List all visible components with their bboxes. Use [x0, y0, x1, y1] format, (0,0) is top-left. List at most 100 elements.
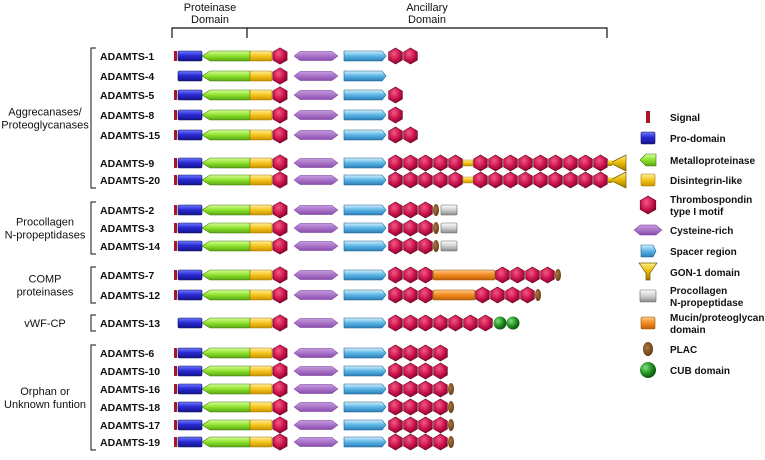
disintegrin-domain: [249, 174, 273, 186]
spacer-region: [343, 347, 387, 359]
thrombospondin-motif: [388, 106, 403, 124]
legend-item-metallo: Metalloproteinase: [639, 153, 755, 167]
spacer-region: [343, 365, 387, 377]
metalloproteinase-domain: [201, 289, 251, 301]
pro-domain: [177, 365, 203, 377]
plac-domain: [448, 436, 454, 448]
legend-label: Spacer region: [670, 247, 737, 258]
metalloproteinase-domain: [201, 436, 251, 448]
spacer-region: [343, 157, 387, 169]
thrombospondin-motif: [433, 380, 448, 398]
thrombospondin-motif: [388, 433, 403, 451]
procollagen-n-propeptidase-domain: [440, 204, 458, 216]
protein-label: ADAMTS-20: [100, 175, 160, 187]
thrombospondin-motif: [272, 266, 288, 284]
protein-rows: ADAMTS-1ADAMTS-4ADAMTS-5ADAMTS-8ADAMTS-1…: [100, 47, 627, 451]
disintegrin-domain: [249, 419, 273, 431]
legend-label: Cysteine-rich: [670, 226, 733, 237]
linker-segment: [462, 176, 474, 184]
signal-peptide: [174, 241, 177, 251]
spacer-region: [343, 269, 387, 281]
legend-swatch-cub: [640, 362, 656, 378]
protein-label: ADAMTS-5: [100, 90, 154, 102]
thrombospondin-motif: [495, 266, 510, 284]
thrombospondin-motif: [473, 171, 488, 189]
group-label: COMP: [29, 274, 62, 286]
group-label: proteinases: [17, 287, 74, 299]
pro-domain: [177, 129, 203, 141]
legend-item-signal: Signal: [646, 111, 700, 124]
spacer-region: [343, 419, 387, 431]
thrombospondin-motif: [388, 362, 403, 380]
pro-domain: [177, 70, 203, 82]
protein-label: ADAMTS-12: [100, 290, 160, 302]
spacer-region: [343, 89, 387, 101]
spacer-region: [343, 109, 387, 121]
signal-peptide: [174, 366, 177, 376]
thrombospondin-motif: [533, 154, 548, 172]
legend-label: CUB domain: [670, 366, 730, 377]
protein-row-adamts-19: ADAMTS-19: [100, 433, 454, 451]
group-vwfcp: vWF-CP: [24, 314, 96, 332]
cysteine-rich-domain: [293, 71, 339, 81]
signal-peptide: [174, 51, 177, 61]
cysteine-rich-domain: [293, 270, 339, 280]
protein-row-adamts-16: ADAMTS-16: [100, 380, 454, 398]
group-label: Orphan or: [20, 386, 70, 398]
thrombospondin-motif: [403, 344, 418, 362]
legend-label: GON-1 domain: [670, 268, 740, 279]
metalloproteinase-domain: [201, 269, 251, 281]
protein-row-adamts-18: ADAMTS-18: [100, 398, 454, 416]
group-aggrecanases: Aggrecanases/Proteoglycanases: [1, 47, 96, 189]
plac-domain: [433, 240, 439, 252]
proteinase-domain-header-line1: Proteinase: [184, 2, 237, 14]
signal-peptide: [174, 437, 177, 447]
thrombospondin-motif: [272, 362, 288, 380]
procollagen-n-propeptidase-domain: [440, 222, 458, 234]
pro-domain: [177, 109, 203, 121]
spacer-region: [343, 317, 387, 329]
thrombospondin-motif: [272, 201, 288, 219]
legend-item-cub: CUB domain: [640, 362, 730, 378]
ancillary-domain-header-line2: Domain: [408, 14, 446, 26]
pro-domain: [177, 419, 203, 431]
disintegrin-domain: [249, 401, 273, 413]
thrombospondin-motif: [433, 433, 448, 451]
metalloproteinase-domain: [201, 222, 251, 234]
legend-item-prodomain: Pro-domain: [640, 131, 726, 145]
pro-domain: [177, 383, 203, 395]
legend-item-gon1: GON-1 domain: [638, 262, 740, 281]
metalloproteinase-domain: [201, 317, 251, 329]
group-label: Procollagen: [16, 217, 74, 229]
thrombospondin-motif: [403, 286, 418, 304]
thrombospondin-motif: [433, 314, 448, 332]
thrombospondin-motif: [418, 380, 433, 398]
thrombospondin-motif: [518, 171, 533, 189]
thrombospondin-motif: [433, 362, 448, 380]
thrombospondin-motif: [520, 286, 535, 304]
metalloproteinase-domain: [201, 70, 251, 82]
thrombospondin-motif: [418, 201, 433, 219]
protein-label: ADAMTS-8: [100, 110, 154, 122]
thrombospondin-motif: [272, 314, 288, 332]
legend-label: type I motif: [670, 207, 724, 218]
disintegrin-domain: [249, 365, 273, 377]
plac-domain: [448, 401, 454, 413]
procollagen-n-propeptidase-domain: [440, 240, 458, 252]
legend-label: Pro-domain: [670, 134, 726, 145]
cysteine-rich-domain: [293, 290, 339, 300]
thrombospondin-motif: [473, 154, 488, 172]
protein-row-adamts-14: ADAMTS-14: [100, 237, 458, 255]
group-label: Proteoglycanases: [1, 120, 89, 132]
protein-label: ADAMTS-17: [100, 420, 160, 432]
legend-swatch-signal: [646, 111, 650, 123]
thrombospondin-motif: [403, 154, 418, 172]
group-label: vWF-CP: [24, 318, 66, 330]
thrombospondin-motif: [272, 433, 288, 451]
cysteine-rich-domain: [293, 384, 339, 394]
thrombospondin-motif: [433, 171, 448, 189]
protein-row-adamts-20: ADAMTS-20: [100, 171, 627, 189]
cysteine-rich-domain: [293, 223, 339, 233]
